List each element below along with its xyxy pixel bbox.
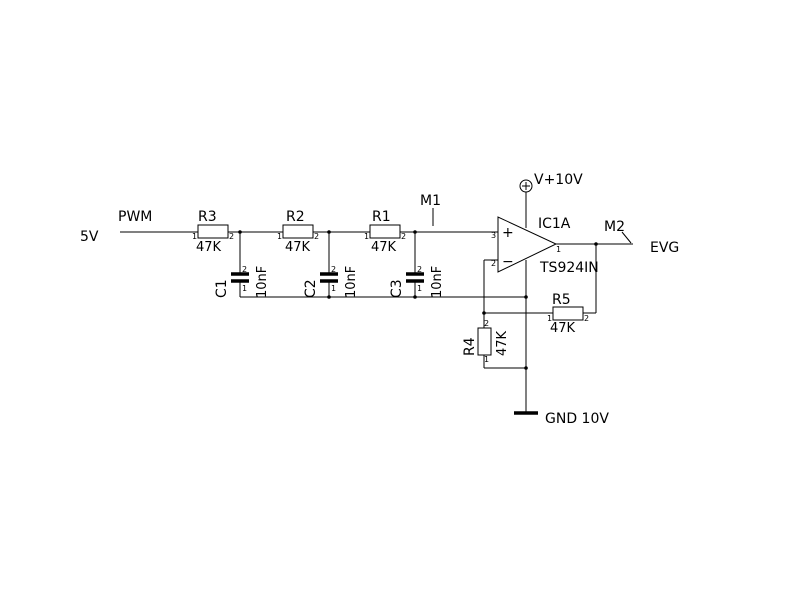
- opamp-minus-sign: −: [502, 254, 514, 270]
- capacitor-value: 10nF: [430, 266, 445, 298]
- input-voltage-label: 5V: [80, 229, 99, 245]
- pin-label: 2: [484, 319, 489, 328]
- resistor-value: 47K: [371, 240, 397, 255]
- pin-label: 3: [491, 231, 496, 240]
- probe-m2-label: M2: [604, 219, 625, 235]
- ground-label: GND 10V: [545, 411, 609, 427]
- resistor-r1: R1 47K 1 2: [364, 209, 406, 255]
- opamp-plus-sign: +: [502, 225, 514, 241]
- resistor-value: 47K: [550, 321, 576, 336]
- resistor-body: [552, 306, 584, 321]
- power-supply-symbol: V+10V: [519, 172, 583, 193]
- resistor-value: 47K: [495, 330, 510, 356]
- probe-m1-label: M1: [420, 193, 441, 209]
- resistor-value: 47K: [285, 240, 311, 255]
- ground-symbol: GND 10V: [514, 411, 609, 427]
- capacitor-ref: C3: [389, 279, 405, 298]
- pin-label: 2: [331, 265, 336, 274]
- opamp-ic1a: + − 3 2 1 IC1A TS924IN: [491, 216, 599, 276]
- resistor-ref: R2: [286, 209, 305, 225]
- pin-label: 1: [556, 245, 561, 254]
- output-label: EVG: [650, 240, 679, 256]
- capacitor-value: 10nF: [255, 266, 270, 298]
- power-supply-label: V+10V: [534, 172, 583, 188]
- pin-label: 2: [401, 232, 406, 241]
- pin-label: 2: [417, 265, 422, 274]
- capacitor-value: 10nF: [344, 266, 359, 298]
- resistor-body: [282, 224, 314, 239]
- resistor-r5: R5 47K 1 2: [547, 292, 589, 336]
- opamp-ref: IC1A: [538, 216, 571, 232]
- junction-dot: [327, 295, 331, 299]
- capacitor-c1: 2 1 C1 10nF: [214, 232, 270, 298]
- resistor-body: [197, 224, 229, 239]
- pin-label: 2: [229, 232, 234, 241]
- pin-label: 1: [547, 314, 552, 323]
- resistor-r2: R2 47K 1 2: [277, 209, 319, 255]
- resistor-ref: R3: [198, 209, 217, 225]
- capacitor-c2: 2 1 C2 10nF: [303, 232, 359, 298]
- resistor-body: [477, 327, 492, 356]
- capacitor-ref: C1: [214, 279, 230, 298]
- probe-m2-marker: [621, 231, 632, 244]
- pin-label: 2: [314, 232, 319, 241]
- pin-label: 1: [484, 355, 489, 364]
- pin-label: 1: [242, 284, 247, 293]
- power-plus-icon: [519, 179, 533, 193]
- opamp-triangle: [497, 216, 558, 273]
- resistor-ref: R1: [372, 209, 391, 225]
- resistor-r3: R3 47K 1 2: [192, 209, 234, 255]
- opamp-part: TS924IN: [539, 260, 599, 276]
- resistor-ref: R4: [462, 337, 478, 356]
- junction-dot: [524, 366, 528, 370]
- pin-label: 2: [584, 314, 589, 323]
- resistor-value: 47K: [196, 240, 222, 255]
- pin-label: 1: [417, 284, 422, 293]
- resistor-ref: R5: [552, 292, 571, 308]
- pin-label: 1: [192, 232, 197, 241]
- pin-label: 1: [364, 232, 369, 241]
- input-signal-label: PWM: [118, 209, 152, 225]
- pin-label: 2: [242, 265, 247, 274]
- pin-label: 1: [331, 284, 336, 293]
- junction-dot: [413, 295, 417, 299]
- pin-label: 1: [277, 232, 282, 241]
- capacitor-ref: C2: [303, 279, 319, 298]
- resistor-r4: R4 47K 2 1: [462, 319, 510, 364]
- pin-label: 2: [491, 259, 496, 268]
- resistor-body: [369, 224, 401, 239]
- capacitor-c3: 2 1 C3 10nF: [389, 232, 445, 298]
